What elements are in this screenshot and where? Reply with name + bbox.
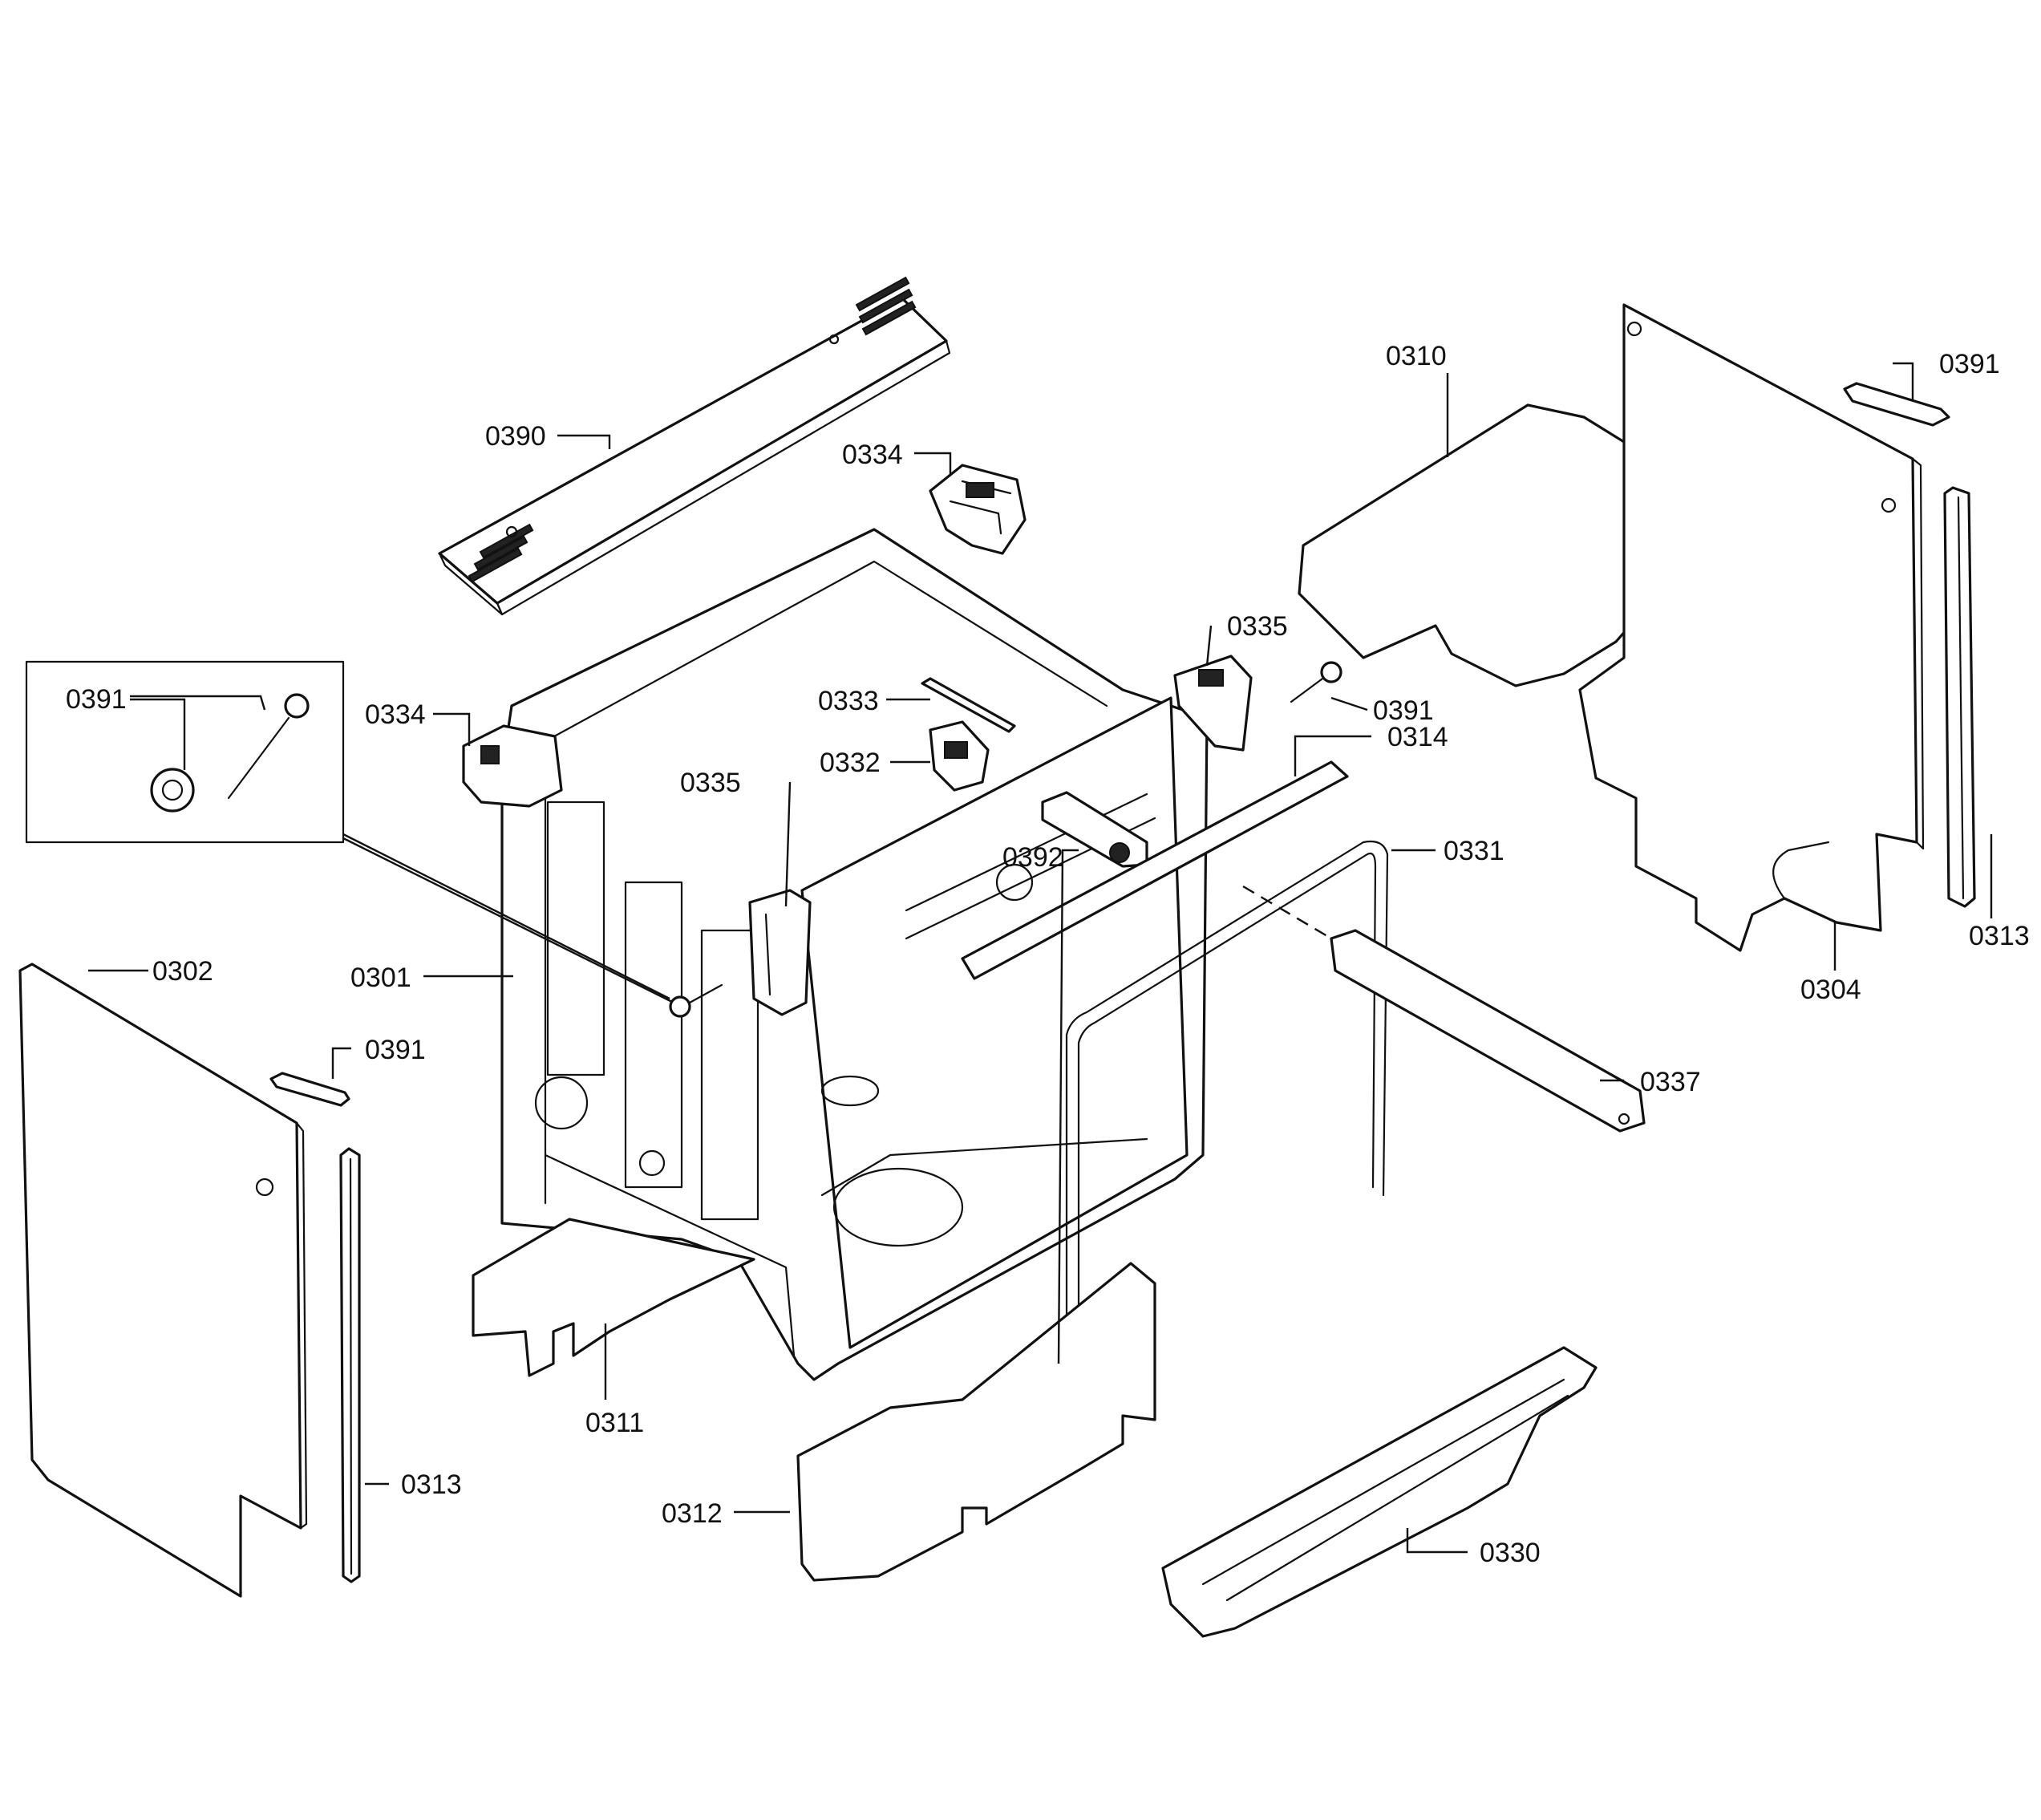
part-0313-strip-right [1943,486,1976,908]
part-0331-gasket [1065,840,1389,1377]
part-0314-rail [961,760,1349,980]
callout-0334-left: 0334 [365,699,426,730]
callout-0391-inset: 0391 [66,684,127,715]
part-hinge-bracket-left [748,889,812,1016]
part-0391-screw-right [1290,661,1342,703]
part-0337-rail [1330,929,1646,1133]
callout-0313-left: 0313 [401,1469,462,1500]
callout-0334-top: 0334 [842,440,903,470]
callout-0302: 0302 [152,956,213,987]
callout-0392: 0392 [1002,842,1063,873]
part-0391-clip-left [269,1072,350,1107]
callout-0310: 0310 [1386,341,1447,371]
part-top-plate [438,276,951,616]
part-tub [500,528,1209,1381]
inset-detail-box [25,660,674,1004]
callout-0314: 0314 [1387,722,1448,752]
callout-0333: 0333 [818,686,879,716]
part-0313-strip-left [339,1147,361,1583]
part-0312-front-insulation [796,1262,1156,1582]
callout-0335-left: 0335 [680,768,741,798]
callout-0304: 0304 [1800,975,1861,1005]
callout-0331: 0331 [1444,836,1504,866]
part-0302-left-panel [18,963,308,1598]
leader-lines [88,362,1993,1554]
callout-0390: 0390 [485,421,546,452]
part-0332-latch [929,720,990,792]
callout-0332: 0332 [820,748,881,778]
part-0391-clip-top-right [1843,382,1950,427]
part-0304-right-panel [1578,303,1925,952]
part-0333-strip [921,677,1016,733]
callout-0337: 0337 [1640,1067,1701,1097]
part-tub-screw [669,983,723,1018]
callout-labels: 0390 0334 0334 0310 0391 0391 0391 0391 … [66,341,2030,1568]
callout-0391-left-clip: 0391 [365,1035,426,1065]
callout-0311: 0311 [585,1408,644,1438]
callout-0301: 0301 [350,963,411,993]
callout-0391-top-right: 0391 [1939,349,2000,379]
callout-0312: 0312 [662,1498,723,1529]
part-0330-base-channel [1161,1346,1598,1638]
part-hinge-left [462,724,563,808]
callout-0335-right: 0335 [1227,611,1288,642]
part-0311-bottom-insulation [472,1218,755,1377]
callout-0330: 0330 [1480,1538,1541,1568]
callout-0313-right: 0313 [1969,921,2030,951]
part-hinge-top [929,464,1027,555]
part-hinge-bracket-right [1173,655,1253,752]
callout-0391-right: 0391 [1373,695,1434,726]
